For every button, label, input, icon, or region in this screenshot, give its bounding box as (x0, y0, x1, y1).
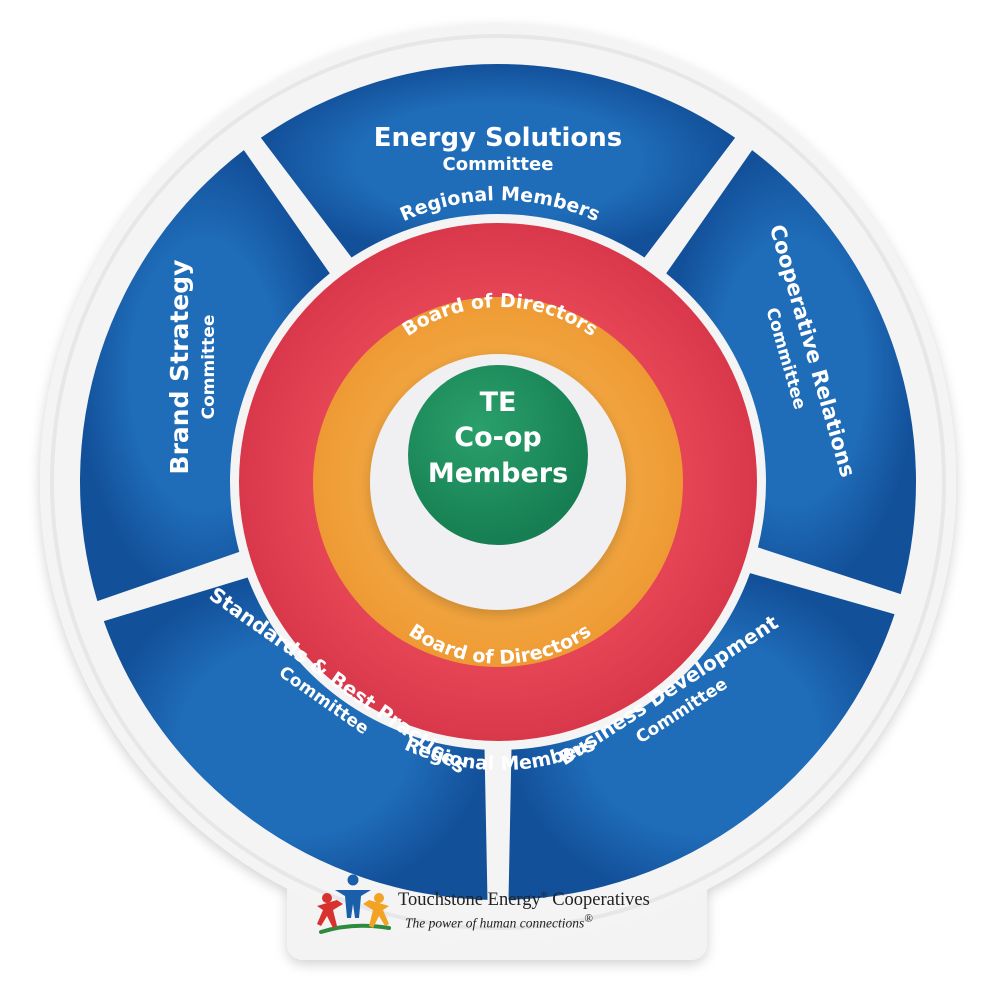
committee-brand-strategy: Brand Strategy Committee (165, 260, 219, 475)
segment-energy-solutions (260, 64, 736, 258)
brand-name: Touchstone Energy® Cooperatives (398, 890, 650, 911)
center-circle (408, 365, 588, 545)
touchstone-logo-icon (317, 874, 391, 934)
committee-energy-solutions: Energy Solutions Committee (374, 123, 623, 175)
plaque-rim (50, 34, 946, 930)
center-label-line1: TE (480, 387, 517, 418)
segment-business-development (508, 573, 895, 900)
brand-tagline-text: The power of human connections (405, 915, 585, 931)
registered-mark: ® (540, 890, 548, 900)
segment-brand-strategy (79, 150, 330, 602)
brand-tagline: The power of human connections® (405, 913, 593, 932)
committee-subtitle: Committee (199, 315, 219, 420)
tagline-registered-mark: ® (584, 913, 593, 925)
brand-name-text: Touchstone Energy (398, 890, 541, 911)
committee-title: Brand Strategy (165, 260, 194, 475)
brand-name-suffix: Cooperatives (552, 890, 650, 911)
committee-segments (79, 64, 917, 900)
center-label-line3: Members (428, 458, 568, 489)
committee-subtitle: Committee (443, 154, 554, 175)
center-label-line2: Co-op (454, 422, 541, 453)
committee-title: Energy Solutions (374, 123, 623, 153)
segment-cooperative-relations (666, 150, 917, 595)
segment-standards-best-practices (103, 577, 488, 900)
